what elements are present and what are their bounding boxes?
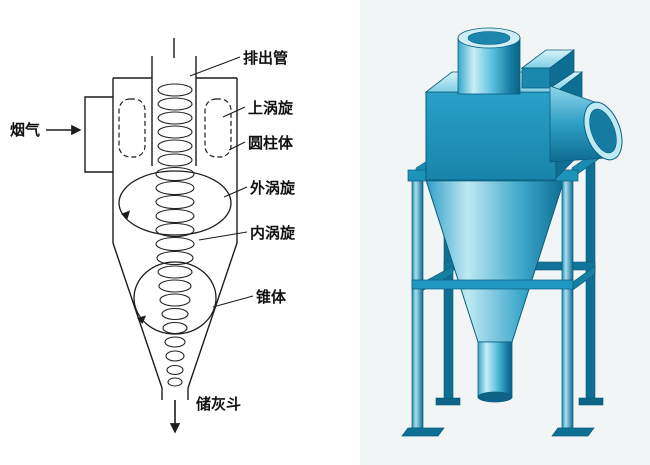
vortex-arrowhead [137, 315, 146, 324]
frame-foot-back-left [435, 397, 461, 406]
helix-loop [155, 194, 195, 210]
duct-step-front [521, 67, 551, 89]
helix-loop [157, 111, 193, 125]
helix-loop [158, 279, 192, 293]
vortex-arrowhead [121, 210, 130, 219]
frame-leg-front-left [411, 171, 424, 429]
leader-upper-vortex [222, 106, 246, 118]
upper-vortex-dashed [118, 98, 232, 158]
helix-loop [155, 208, 195, 224]
helix-loop [157, 83, 193, 97]
leader-inner-vortex [198, 231, 248, 241]
label-flue-gas: 烟气 [10, 121, 40, 139]
inlet-duct [84, 96, 113, 173]
label-inner-vortex: 内涡旋 [250, 224, 296, 242]
helix-loop [157, 97, 193, 111]
leader-discharge-pipe [189, 56, 241, 77]
upper-vortex-right [204, 98, 232, 158]
helix-loop [159, 293, 191, 307]
outer-vortex-arrowheads [121, 210, 146, 324]
label-discharge-pipe: 排出管 [243, 49, 288, 67]
outer-vortex-arc-cylinder [118, 170, 232, 236]
helix-loop [165, 350, 185, 362]
label-cylinder-body: 圆柱体 [248, 134, 294, 152]
frame-rail-mid-front [411, 279, 574, 290]
helix-loop [161, 307, 189, 321]
helix-loop [155, 166, 195, 182]
cyclone-outline [84, 38, 238, 400]
label-ash-hopper: 储灰斗 [196, 395, 241, 413]
outlet-duct-opening [589, 108, 617, 154]
helix-loop [157, 153, 193, 167]
helix-loop [164, 336, 186, 348]
dust-pipe-3d [477, 341, 513, 398]
helix-loop [166, 364, 184, 376]
cone-wall-right [187, 242, 238, 389]
helix-loop [157, 139, 193, 153]
box-front-face [425, 91, 557, 181]
outer-vortex-arc-cone [133, 261, 217, 335]
frame-foot-front-right [551, 427, 595, 437]
label-upper-vortex: 上涡旋 [248, 99, 294, 117]
helix-loop [162, 321, 188, 335]
duct-step-side [549, 49, 575, 89]
helix-loop [167, 377, 183, 387]
frame-leg-front-right [561, 171, 574, 429]
outer-vortex-arcs [118, 170, 232, 335]
helix-loop [157, 125, 193, 139]
frame-foot-front-left [401, 427, 445, 437]
helix-loop [155, 180, 195, 196]
helix-loop [156, 250, 194, 266]
label-outer-vortex: 外涡旋 [249, 179, 296, 197]
leader-cone-body [212, 295, 254, 308]
cone-wall-left [112, 242, 163, 389]
schematic-diagram: 烟气 排出管 上涡旋 圆柱体 外涡旋 内涡旋 锥体 储灰斗 [10, 38, 296, 434]
frame-foot-back-right [578, 397, 604, 406]
helix-loop [157, 265, 193, 279]
leader-outer-vortex [223, 186, 248, 198]
top-cylinder-opening [467, 31, 511, 45]
leader-cylinder-body [228, 141, 246, 151]
3d-model-render [360, 0, 650, 465]
helix-loop [155, 236, 195, 252]
leader-lines [189, 56, 254, 308]
upper-vortex-left [118, 98, 146, 158]
label-cone-body: 锥体 [256, 288, 287, 306]
helix-loop [155, 222, 195, 238]
spiral-helix [155, 83, 195, 387]
dust-pipe-opening [477, 391, 513, 403]
